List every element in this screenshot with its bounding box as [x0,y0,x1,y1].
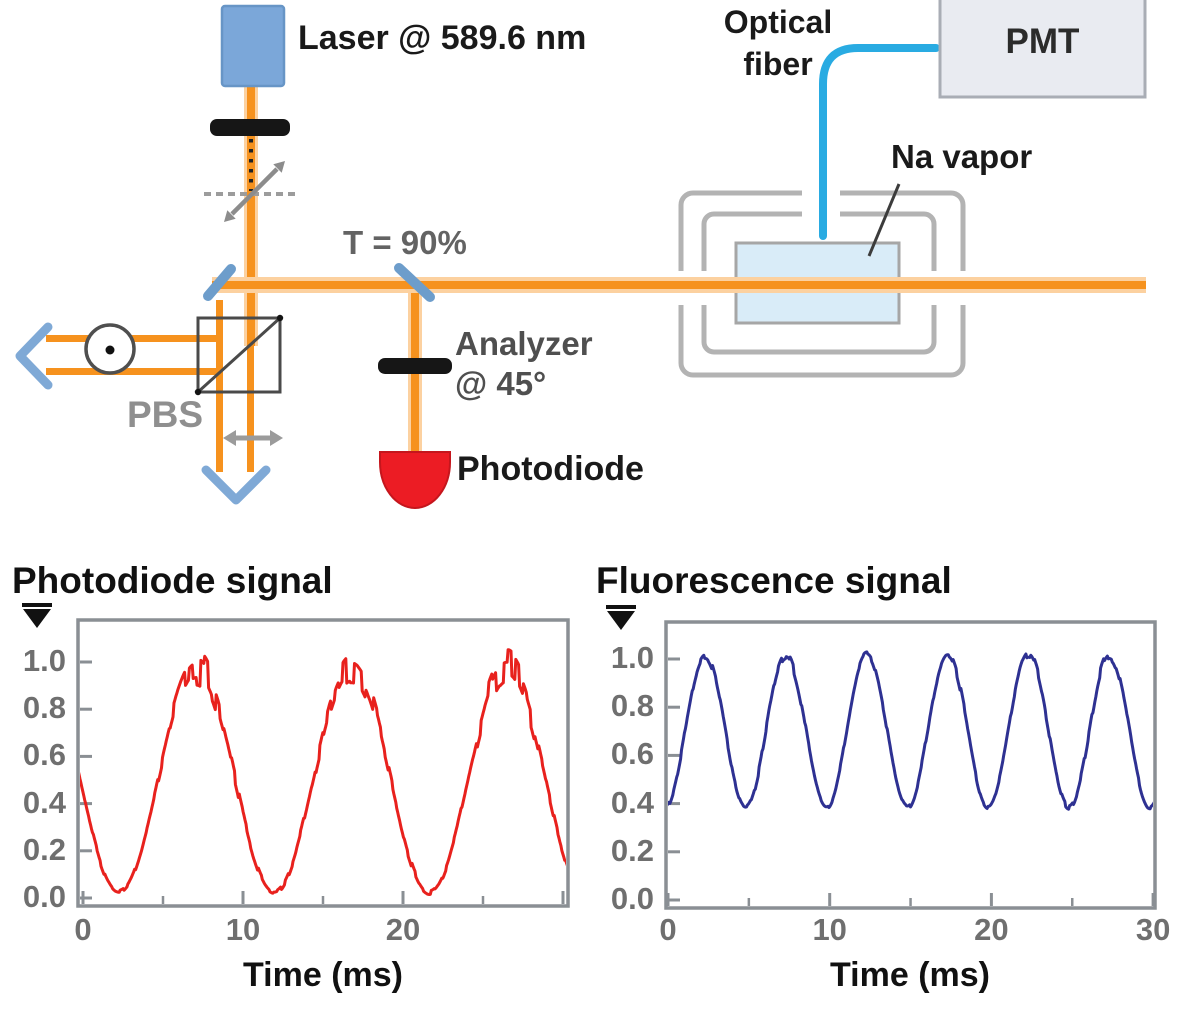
photodiode-detector [379,451,451,509]
x-tick-label: 20 [385,912,421,947]
turning-mirror [203,264,236,301]
signal-curve [668,650,1153,811]
x-tick-label: 10 [812,912,847,947]
fluorescence-chart-title: Fluorescence signal [596,560,952,601]
optical-fiber-line [819,44,940,240]
x-tick-label: 10 [225,912,261,947]
analyzer-label-line1: Analyzer [455,325,593,362]
dot [105,345,115,355]
down-arrowhead-icon [201,465,271,505]
splitter-transmission-label: T = 90% [343,224,467,261]
signal-curve [80,648,566,896]
y-tick-label: 0.2 [22,831,66,867]
analyzer-bar [378,358,452,374]
polarization-out-of-page-icon [84,323,136,375]
laser-label: Laser @ 589.6 nm [298,19,587,57]
pmt-box [938,0,1147,99]
attenuator-bar [210,119,290,136]
fiber-label-line1: Optical [723,4,833,40]
y-tick-label: 0.8 [22,690,66,726]
na-vapor-label: Na vapor [891,138,1033,175]
pbs-corner-dot [194,388,202,396]
y-tick-label: 0.4 [22,784,66,820]
x-tick-label: 30 [1135,912,1171,947]
na-vapor-pointer-line [867,183,901,257]
y-tick-label: 0.4 [610,784,654,820]
x-tick-label: 20 [974,912,1009,947]
polarization-45-arrow-icon [224,161,285,222]
y-tick-label: 0.0 [22,879,66,914]
y-tick-label: 0.6 [610,736,654,772]
down-triangle-marker-icon [606,605,636,630]
photodiode-xaxis-label: Time (ms) [243,956,403,994]
plot-box [664,620,1157,910]
y-tick-label: 0.2 [610,832,654,868]
pol-arrow-head [224,210,236,222]
left-arrowhead-icon [15,322,53,390]
fluorescence-chart [664,620,1157,910]
pbs-diagonal [196,316,282,394]
pol-arrow-shaft [230,167,279,216]
main-beam-end-cap [1146,273,1160,297]
y-tick-label: 0.0 [610,881,654,916]
fluorescence-xaxis-label: Time (ms) [830,956,990,994]
polarization-horizontal-arrow-icon [223,430,283,446]
analyzer-label-line2: @ 45° [455,365,547,402]
pbs-cube [194,314,284,396]
y-tick-label: 1.0 [610,640,654,675]
photodiode-label: Photodiode [457,450,644,488]
photodiode-chart [76,618,570,908]
photodiode-chart-title: Photodiode signal [12,560,333,601]
beamsplitter-t90 [394,263,435,302]
pbs-outline [196,316,282,394]
fiber-label-line2: fiber [743,46,813,82]
hpol-head [270,430,283,446]
x-tick-label: 0 [659,912,677,947]
pbs-label: PBS [127,394,204,435]
plot-box [76,618,570,908]
y-tick-label: 1.0 [22,643,66,678]
y-tick-label: 0.8 [610,688,654,724]
laser-box [220,4,286,88]
y-tick-label: 0.6 [22,737,66,773]
x-tick-label: 0 [74,912,92,947]
pol-arrow-head [273,161,285,173]
down-triangle-marker-icon [22,603,52,628]
pmt-label: PMT [1005,22,1080,61]
pbs-corner-dot [276,314,284,322]
hpol-head [223,430,236,446]
